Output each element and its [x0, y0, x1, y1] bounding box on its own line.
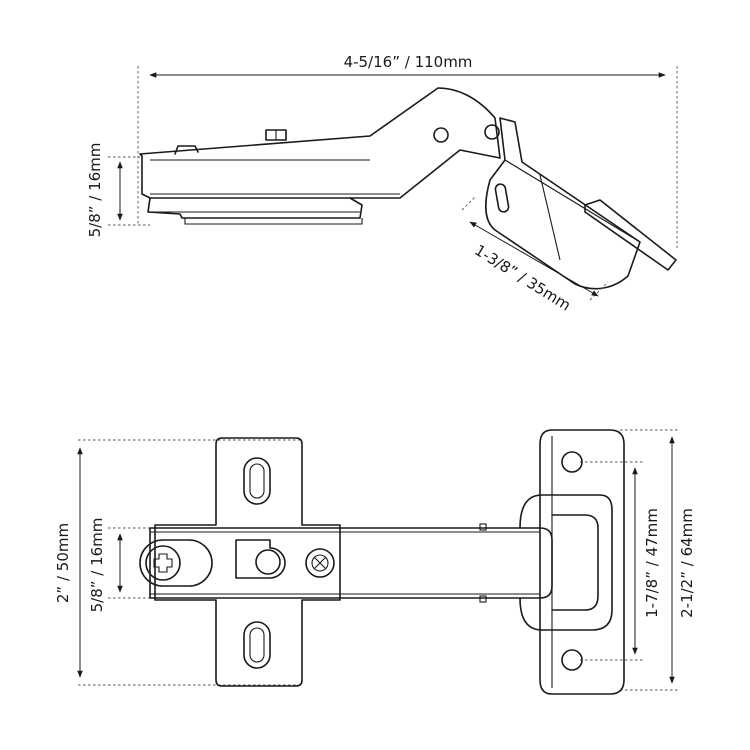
cross-screw — [145, 545, 181, 581]
cup-slot — [494, 183, 510, 213]
hinge-arm-top — [139, 527, 553, 599]
cup-wing — [479, 429, 625, 695]
wing-height-label: 2-1/2” / 64mm — [678, 508, 696, 618]
plate-slot-top — [243, 457, 271, 505]
cam-block — [235, 539, 286, 579]
hinge-side-body — [139, 87, 677, 290]
top-view: 2” / 50mm 5/8” / 16mm 1-7/8” / 47mm 2-1/… — [54, 429, 696, 695]
arm-adjust-slot — [139, 539, 213, 587]
mounting-plate — [154, 437, 341, 687]
overall-length-label: 4-5/16” / 110mm — [344, 53, 473, 71]
cam-screw — [255, 549, 281, 575]
wing-screw-hole-top — [561, 451, 583, 473]
plate-slot-bottom — [243, 621, 271, 669]
depth-screw — [305, 548, 335, 578]
base-height-label: 5/8” / 16mm — [86, 143, 104, 238]
cup-diameter-dimension-line — [469, 221, 599, 297]
pivot-pin-right — [484, 124, 500, 140]
wing-screw-hole-bottom — [561, 649, 583, 671]
screw-spacing-label: 1-7/8” / 47mm — [643, 508, 661, 618]
door-arm — [584, 199, 677, 271]
pivot-pin-left — [433, 127, 449, 143]
arm-width-label: 5/8” / 16mm — [88, 518, 106, 613]
plate-height-label: 2” / 50mm — [54, 523, 72, 603]
side-view: 4-5/16” / 110mm 5/8” / 16mm — [86, 53, 678, 314]
